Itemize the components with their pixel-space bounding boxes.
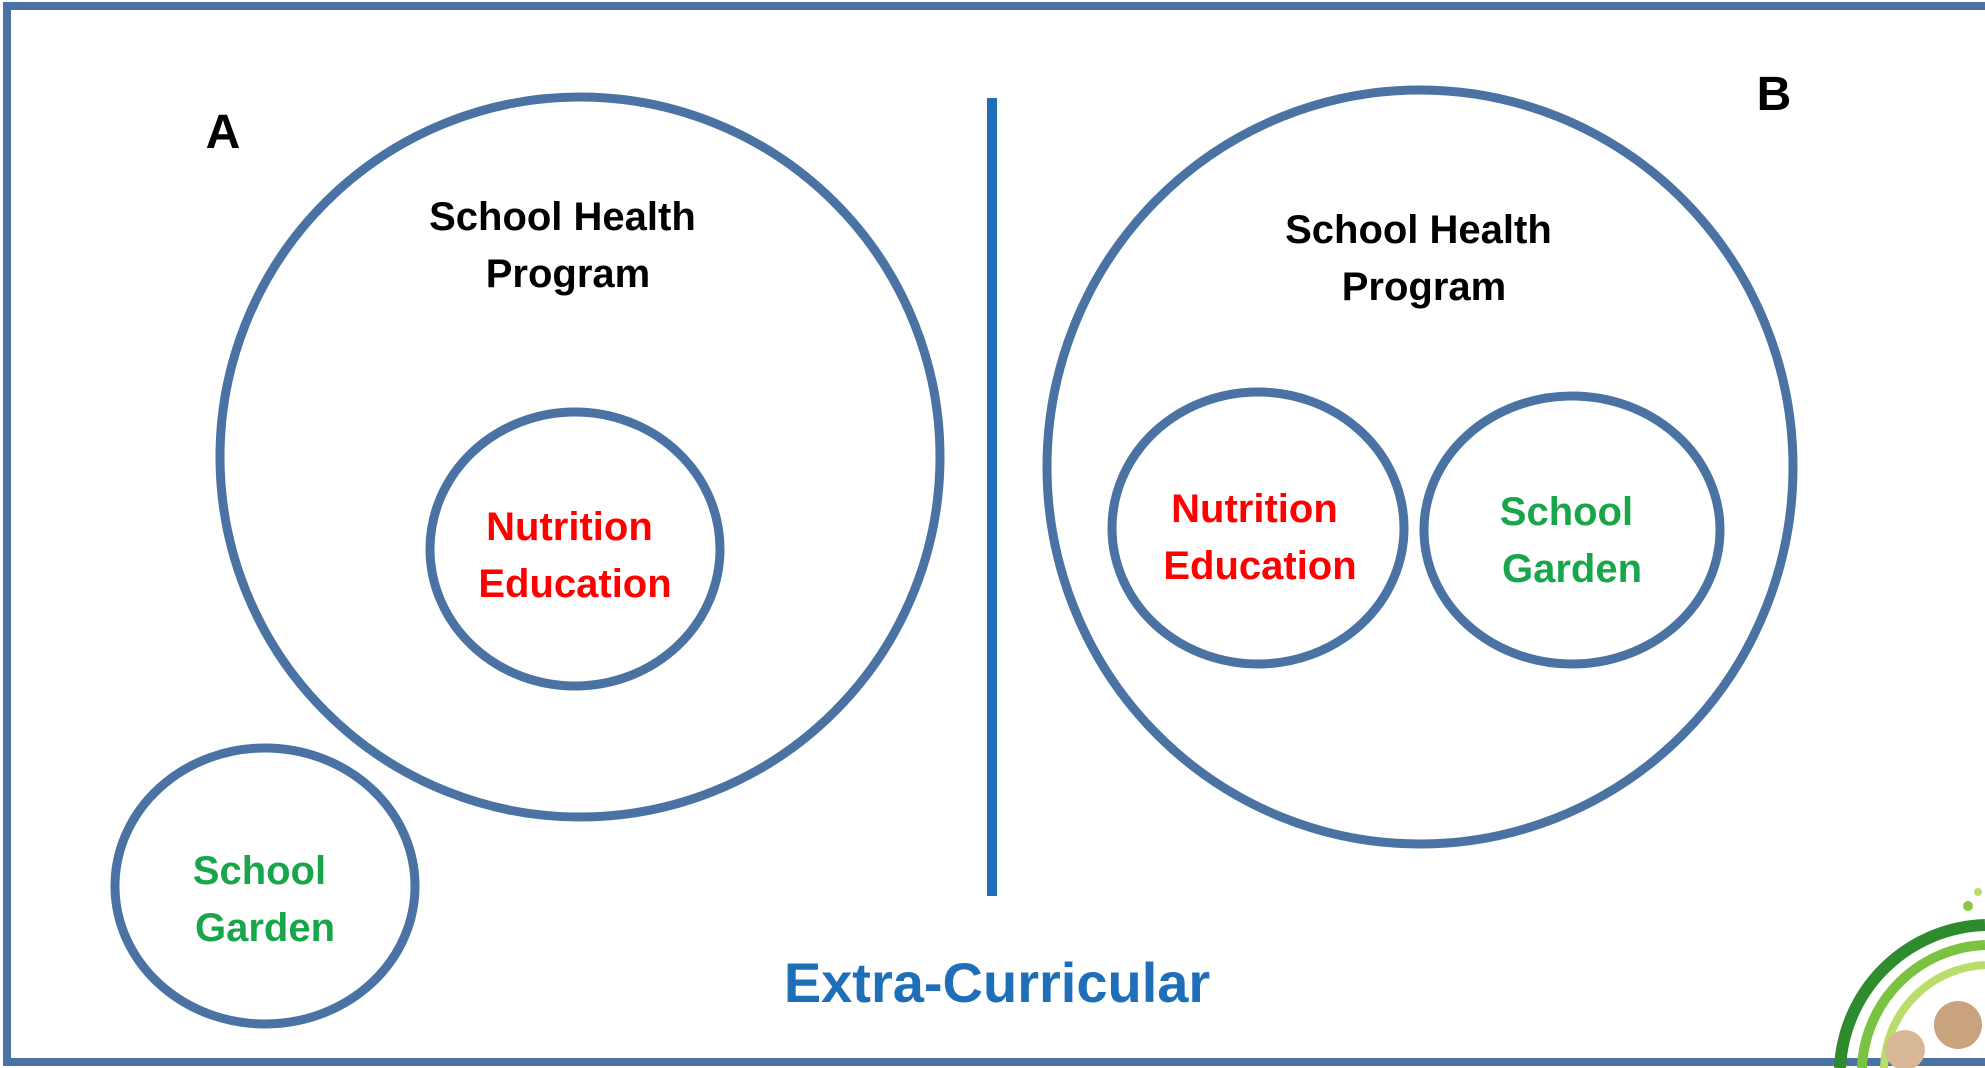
corner-logo-icon [1834, 888, 1985, 1068]
panel-a-school-health-program-circle [215, 92, 945, 822]
panel-a-letter: A [206, 106, 241, 159]
panel-b-school-health-program-circle [1042, 85, 1798, 849]
panel-a-nutrition-education-circle [425, 407, 725, 691]
panel-a-nutrition-education-label: Nutrition Education [478, 505, 671, 606]
panel-b-school-garden-label: School Garden [1500, 490, 1644, 591]
panel-a-school-garden-circle [110, 743, 420, 1029]
extra-curricular-caption: Extra-Curricular [784, 951, 1210, 1014]
panel-b-letter: B [1757, 68, 1792, 121]
panel-a: A School Health Program Nutrition Educat… [110, 92, 945, 1029]
panel-b-school-garden-circle [1419, 391, 1725, 669]
panel-b-nutrition-education-label: Nutrition Education [1163, 487, 1356, 588]
slide-frame [3, 2, 1985, 1066]
panel-a-school-garden-label: School Garden [193, 849, 337, 950]
panel-b-school-health-program-label: School Health Program [1285, 208, 1563, 309]
panel-b-nutrition-education-circle [1107, 387, 1409, 669]
panel-b: B School Health Program Nutrition Educat… [1042, 68, 1798, 849]
panel-a-school-health-program-label: School Health Program [429, 195, 707, 296]
